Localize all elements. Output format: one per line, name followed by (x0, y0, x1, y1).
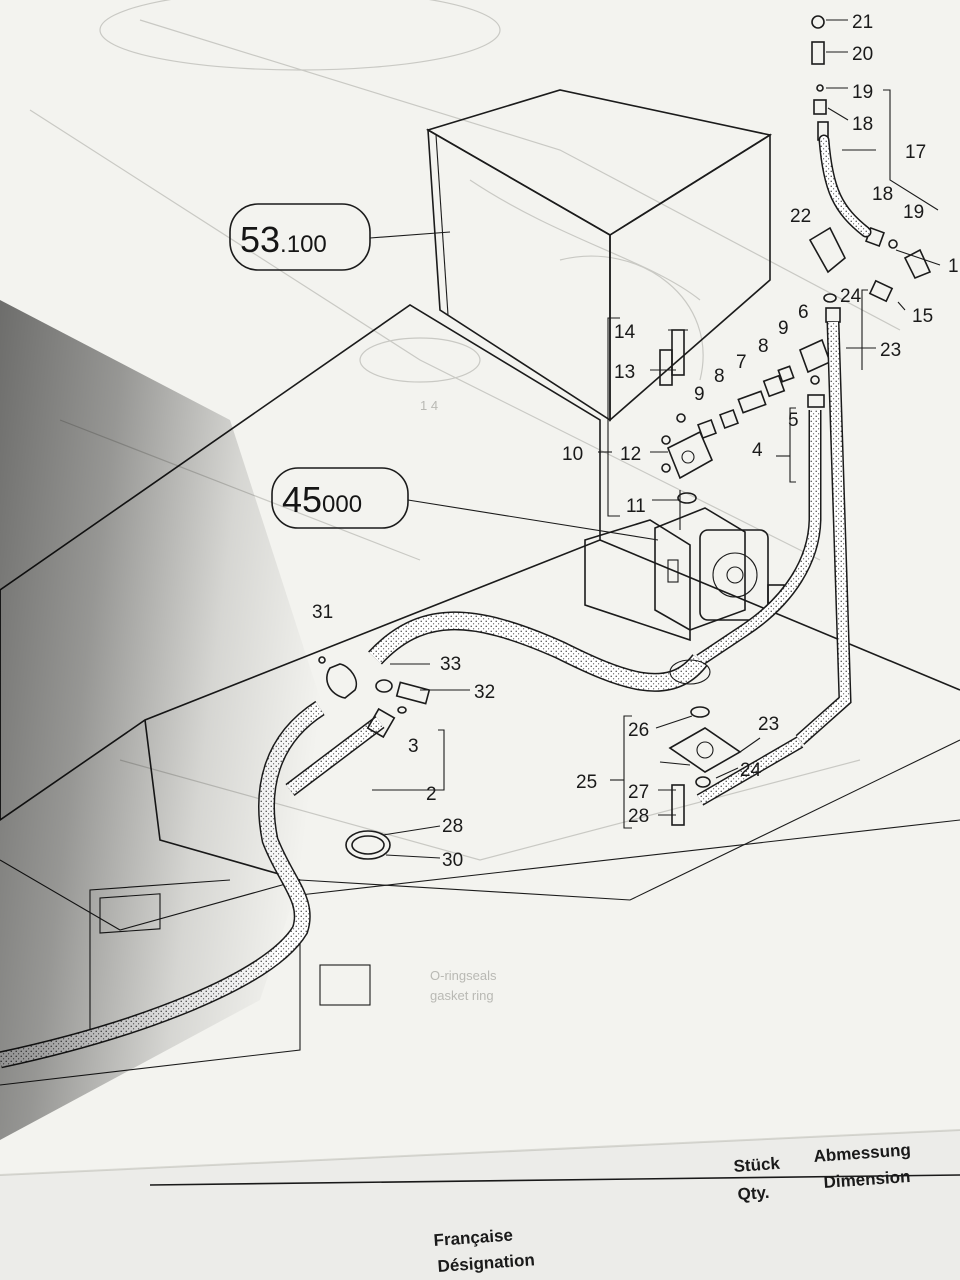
callout-label: 12 (620, 444, 641, 465)
callout-label: 1 (948, 256, 959, 277)
callout-label: 28 (628, 806, 649, 827)
callout-label: 20 (852, 44, 873, 65)
callout-label: 19 (903, 202, 924, 223)
callout-label: 13 (614, 362, 635, 383)
assembly-ref-53100: 53.100 (229, 203, 371, 271)
callout-label: 26 (628, 720, 649, 741)
callout-label: 3 (408, 736, 419, 757)
pump-assembly (584, 490, 785, 642)
callout-label: 5 (788, 410, 799, 431)
callout-label: 31 (312, 602, 333, 623)
callout-label: 23 (758, 714, 779, 735)
header-stueck: Stück (733, 1154, 781, 1176)
ref-minor: 000 (322, 491, 362, 518)
callout-label: 14 (614, 322, 636, 343)
callout-label: 22 (790, 206, 811, 227)
callout-label: 33 (440, 654, 461, 675)
svg-text:45000: 45000 (282, 479, 362, 520)
small-parts (318, 656, 742, 860)
callout-label: 2 (426, 784, 437, 805)
callout-label: 6 (798, 302, 809, 323)
ref-major: 45 (282, 479, 322, 520)
assembly-ref-45000: 45000 (271, 467, 409, 529)
callout-label: 4 (752, 440, 763, 461)
callout-label: 9 (778, 318, 789, 339)
callout-label: 27 (628, 782, 649, 803)
callout-label: 15 (912, 306, 933, 327)
callout-label: 24 (740, 760, 762, 781)
ref-major: 53 (240, 219, 280, 260)
photo-shadow (0, 300, 960, 1280)
callout-label: 25 (576, 772, 597, 793)
callout-label: 8 (758, 336, 769, 357)
callout-label: 17 (905, 142, 926, 163)
parts-table-header: Stück Qty. Abmessung Dimension Française… (433, 1140, 911, 1276)
callout-label: 18 (872, 184, 893, 205)
callout-label: 24 (840, 286, 862, 307)
callout-label: 9 (694, 384, 705, 405)
ghost-text: O-ringseals (430, 968, 497, 983)
callout-label: 10 (562, 444, 583, 465)
callout-label: 30 (442, 850, 463, 871)
callout-label: 11 (626, 496, 646, 517)
ghost-text: 1 4 (420, 398, 438, 413)
ghost-text: gasket ring (430, 988, 494, 1003)
callout-label: 28 (442, 816, 463, 837)
svg-text:53.100: 53.100 (240, 219, 327, 260)
leader-lines (369, 19, 941, 859)
callout-label: 7 (736, 352, 747, 373)
ref-minor: .100 (280, 231, 327, 258)
callout-label: 8 (714, 366, 725, 387)
callout-label: 32 (474, 682, 495, 703)
callout-label: 19 (852, 82, 873, 103)
header-qty: Qty. (737, 1183, 770, 1204)
tank-box (426, 89, 773, 422)
callout-label: 18 (852, 114, 873, 135)
callout-label: 23 (880, 340, 901, 361)
callout-numbers: 21 20 19 18 17 18 19 1 22 24 15 23 6 9 8… (312, 12, 959, 871)
callout-label: 21 (852, 12, 873, 33)
